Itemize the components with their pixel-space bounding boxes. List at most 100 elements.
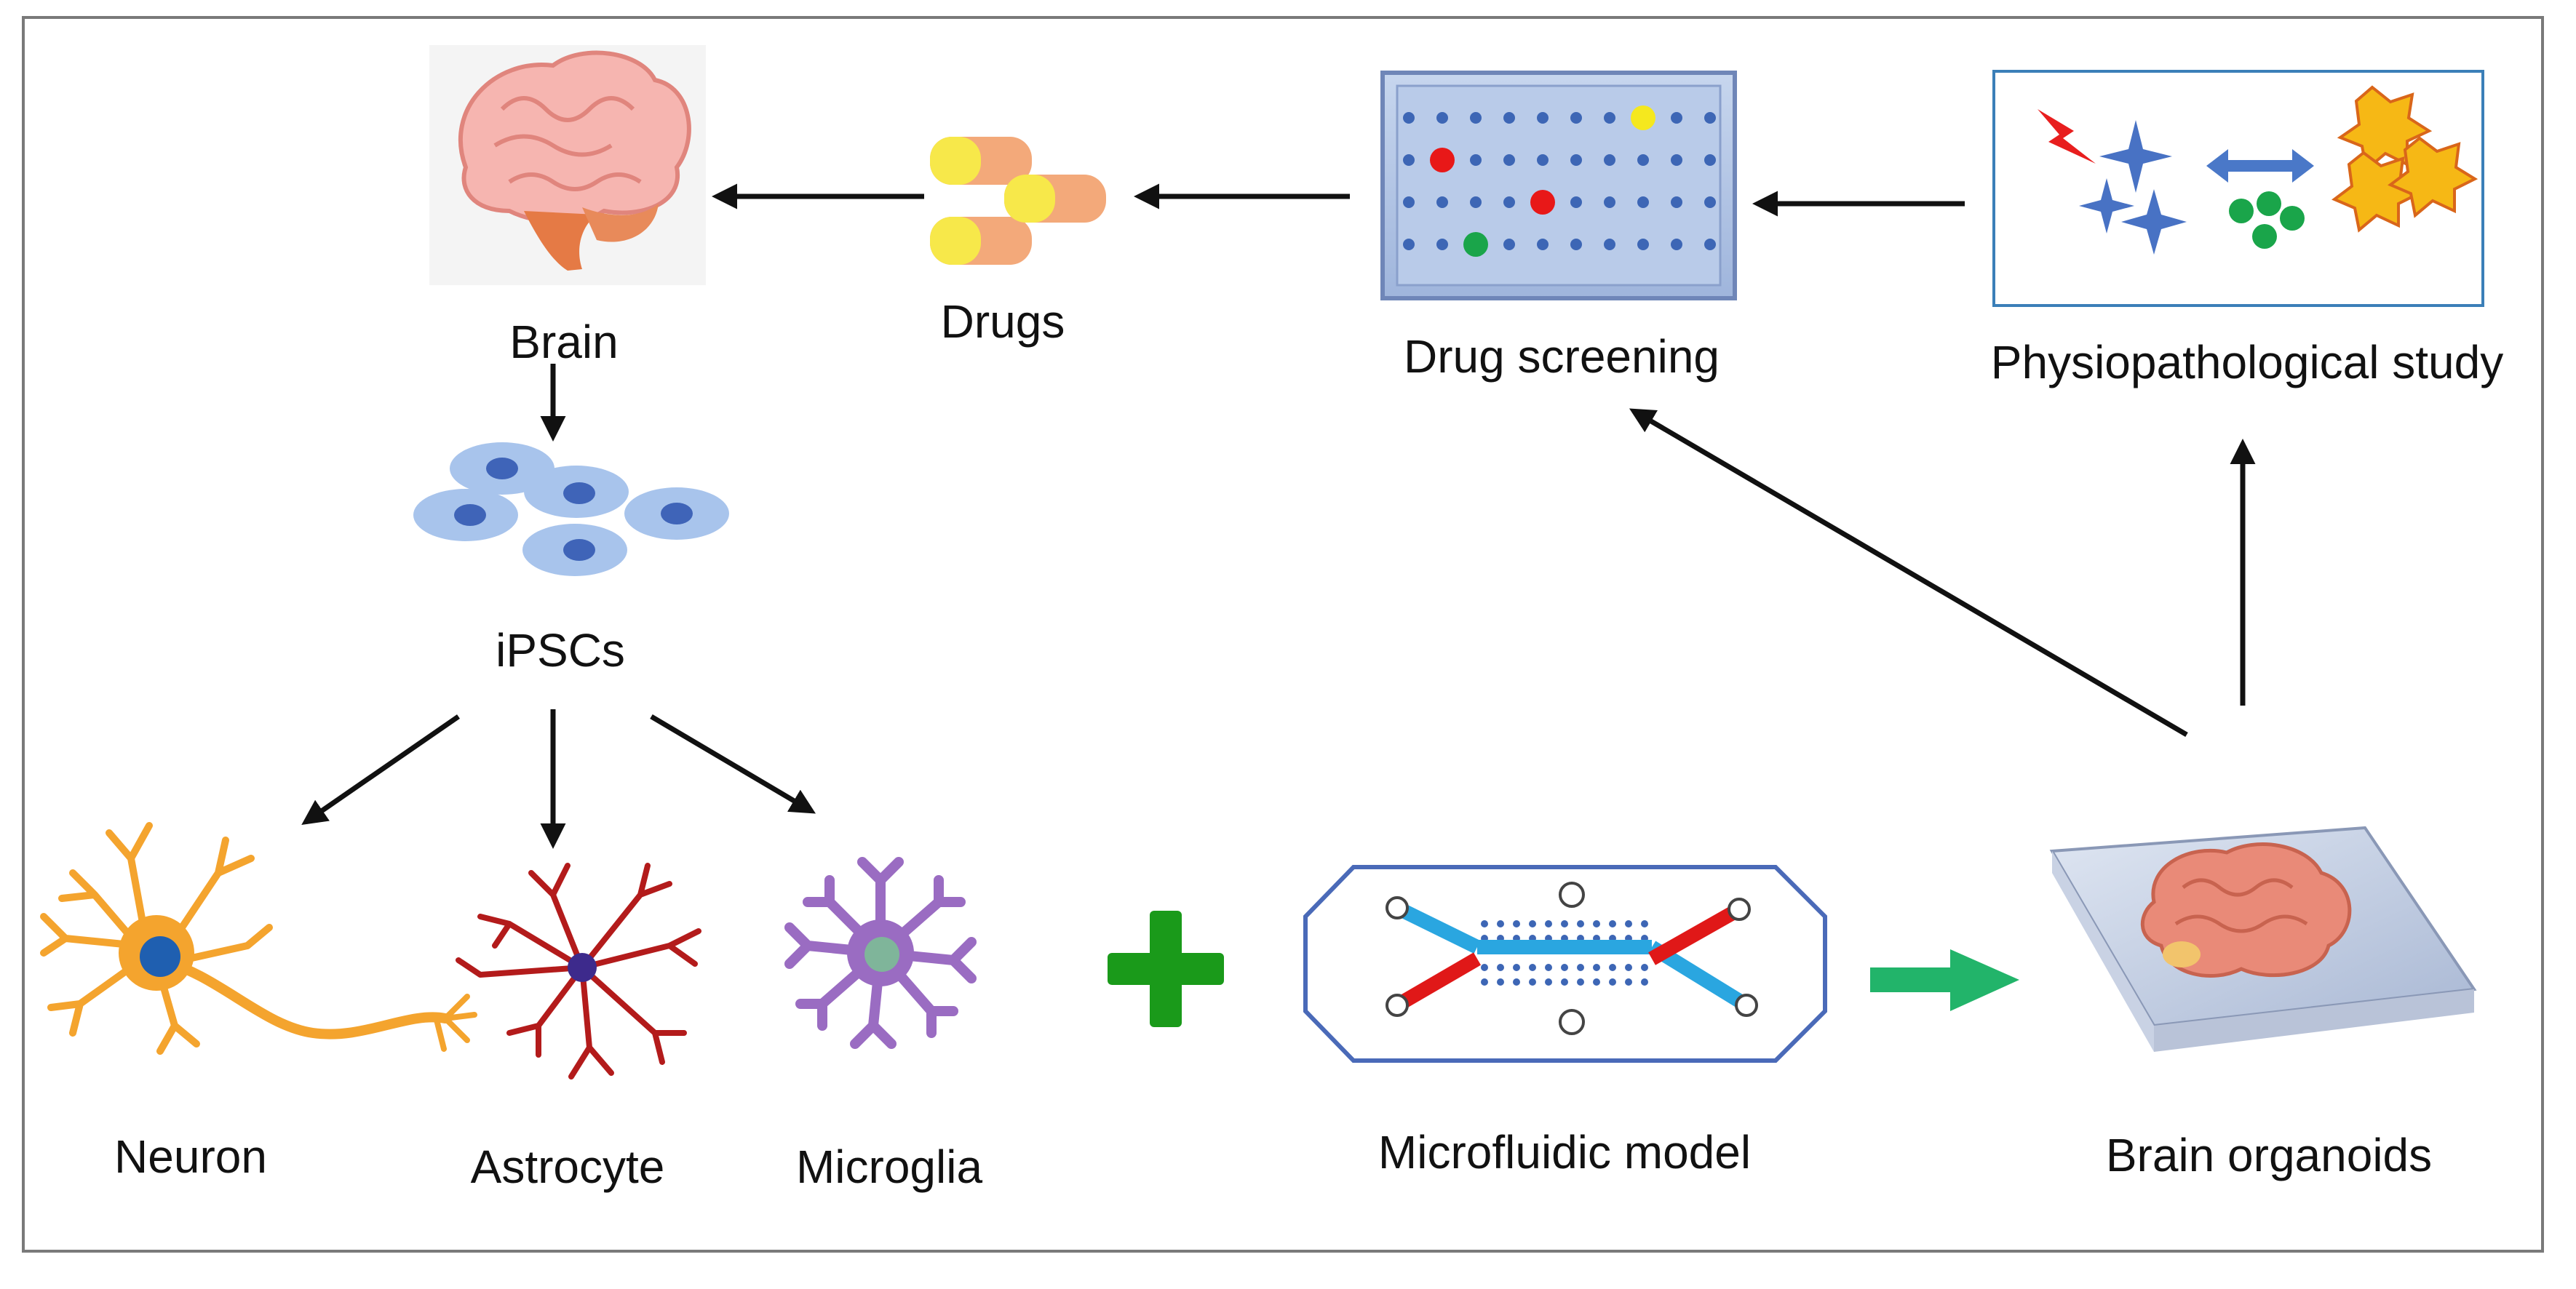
well: [1403, 239, 1415, 250]
chip-pillar: [1577, 920, 1584, 927]
chip-pillar: [1561, 964, 1568, 971]
well: [1604, 112, 1615, 124]
chip-pillar: [1513, 920, 1520, 927]
well: [1503, 239, 1515, 250]
well: [1570, 154, 1582, 166]
plus-icon: [1108, 911, 1224, 1027]
well: [1537, 239, 1549, 250]
well: [1436, 239, 1448, 250]
well-hit: [1463, 232, 1488, 257]
label-brain: Brain: [509, 316, 619, 368]
well: [1470, 196, 1482, 208]
arrow-organoids-to-screening: [1629, 408, 2188, 738]
chip-pillar: [1609, 978, 1616, 986]
label-astrocyte: Astrocyte: [470, 1141, 665, 1193]
well: [1470, 112, 1482, 124]
well: [1604, 154, 1615, 166]
chip-pillar: [1609, 920, 1616, 927]
label-microglia: Microglia: [795, 1141, 983, 1193]
well: [1570, 239, 1582, 250]
well: [1570, 196, 1582, 208]
well: [1537, 112, 1549, 124]
chip-pillar: [1625, 920, 1632, 927]
well: [1403, 196, 1415, 208]
well: [1671, 154, 1682, 166]
chip-pillar: [1641, 978, 1648, 986]
label-ipscs: iPSCs: [496, 624, 625, 677]
neuron-icon: [40, 822, 477, 1055]
arrow-ipscs-to-neuron: [301, 714, 460, 825]
figure-frame: [22, 16, 2544, 1253]
well: [1503, 154, 1515, 166]
well-plate-icon: [1380, 71, 1737, 300]
chip-pillar: [1481, 978, 1488, 986]
well: [1570, 112, 1582, 124]
well: [1671, 112, 1682, 124]
label-drugs: Drugs: [940, 295, 1065, 348]
chip-pillar: [1497, 964, 1504, 971]
well: [1637, 239, 1649, 250]
chip-pillar: [1545, 978, 1552, 986]
chip-pillar: [1609, 964, 1616, 971]
well: [1604, 239, 1615, 250]
well: [1604, 196, 1615, 208]
chip-pillar: [1593, 964, 1600, 971]
chip-pillar: [1529, 978, 1536, 986]
label-brain-organoids: Brain organoids: [2105, 1129, 2433, 1181]
astrocyte-icon: [456, 863, 701, 1080]
chip-pillar: [1577, 978, 1584, 986]
chip-pillar: [1481, 920, 1488, 927]
chip-pillar: [1641, 920, 1648, 927]
chip-pillar: [1593, 978, 1600, 986]
well: [1704, 112, 1716, 124]
well: [1671, 239, 1682, 250]
chip-pillar: [1625, 978, 1632, 986]
well: [1637, 154, 1649, 166]
chip-pillar: [1513, 978, 1520, 986]
chip-pillar: [1513, 964, 1520, 971]
label-microfluidic-model: Microfluidic model: [1378, 1126, 1752, 1178]
well: [1671, 196, 1682, 208]
chip-pillar: [1625, 964, 1632, 971]
well-hit: [1530, 190, 1555, 215]
well: [1403, 112, 1415, 124]
drug-capsules-icon: [930, 137, 1106, 265]
well: [1436, 112, 1448, 124]
label-physiopathological-study: Physiopathological study: [1990, 336, 2504, 388]
well: [1637, 196, 1649, 208]
microglia-icon: [784, 857, 977, 1049]
well: [1537, 154, 1549, 166]
chip-pillar: [1481, 964, 1488, 971]
molecular-interaction-icon: [1992, 70, 2484, 307]
chip-pillar: [1577, 964, 1584, 971]
well: [1470, 154, 1482, 166]
chip-pillar: [1529, 920, 1536, 927]
well: [1503, 112, 1515, 124]
chip-pillar: [1561, 920, 1568, 927]
well-hit: [1430, 148, 1455, 172]
label-neuron: Neuron: [114, 1130, 267, 1183]
chip-pillar: [1545, 920, 1552, 927]
chip-pillar: [1641, 964, 1648, 971]
well: [1403, 154, 1415, 166]
chip-pillar: [1561, 978, 1568, 986]
well: [1704, 239, 1716, 250]
chip-pillar: [1497, 978, 1504, 986]
chip-pillar: [1593, 920, 1600, 927]
flow-arrows: [301, 183, 2256, 849]
well: [1436, 196, 1448, 208]
chip-pillar: [1545, 964, 1552, 971]
ipsc-cells-icon: [413, 442, 729, 576]
well: [1503, 196, 1515, 208]
brain-icon: [429, 45, 706, 285]
microfluidic-chip-icon: [1303, 865, 1827, 1063]
chip-pillar: [1497, 920, 1504, 927]
label-drug-screening: Drug screening: [1404, 330, 1720, 383]
well: [1704, 154, 1716, 166]
well: [1704, 196, 1716, 208]
chip-pillar: [1529, 964, 1536, 971]
well-hit: [1631, 105, 1655, 130]
brain-organoid-icon: [2049, 826, 2477, 1052]
green-arrow-icon: [1870, 949, 2019, 1011]
